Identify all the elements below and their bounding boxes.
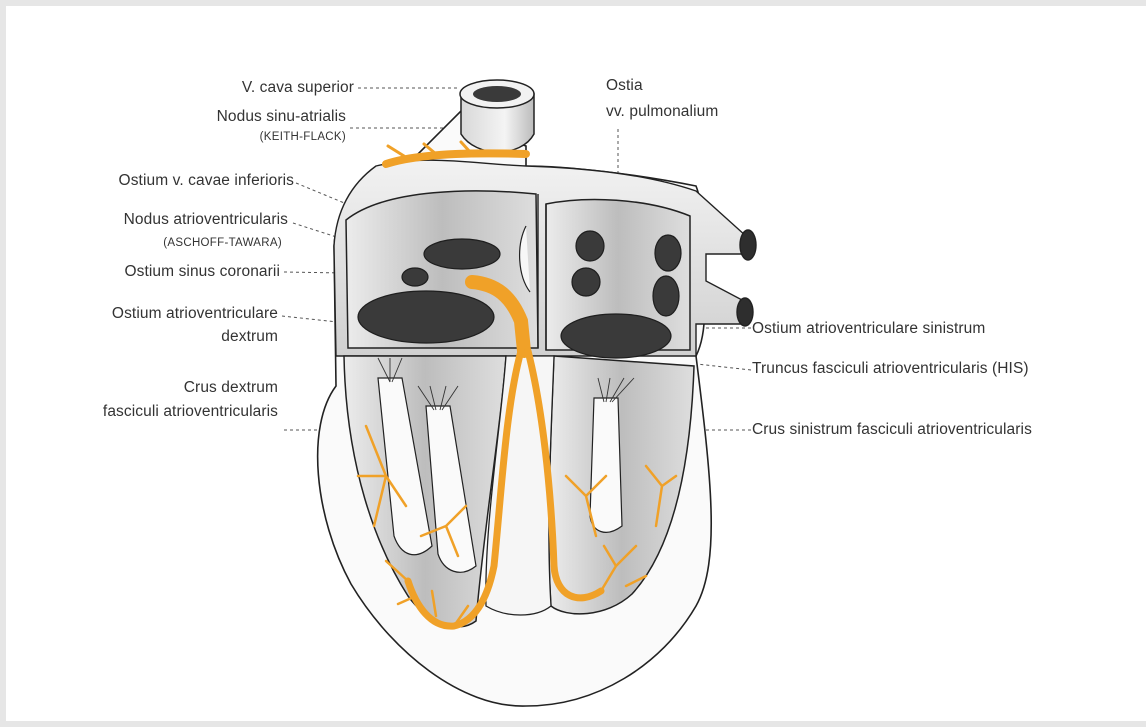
v-cava-superior-vessel <box>460 80 534 152</box>
ostium-av-dextrum <box>358 291 494 343</box>
ostium-cavae-inferioris <box>424 239 500 269</box>
label-ostium-av-sinistrum: Ostium atrioventriculare sinistrum <box>752 319 985 338</box>
label-nodus-sinuatrialis: Nodus sinu-atrialis <box>217 107 346 126</box>
label-ostia-line2: vv. pulmonalium <box>606 102 718 121</box>
label-ostium-av-dextrum-line1: Ostium atrioventriculare <box>112 304 278 323</box>
label-v-cava-superior: V. cava superior <box>242 78 354 97</box>
label-crus-dextrum-line2: fasciculi atrioventricularis <box>103 402 278 421</box>
label-nodus-atrioventricularis: Nodus atrioventricularis <box>124 210 288 229</box>
ostium-av-sinistrum <box>561 314 671 358</box>
label-crus-sinistrum: Crus sinistrum fasciculi atrioventricula… <box>752 420 1032 439</box>
label-aschoff-tawara: (ASCHOFF-TAWARA) <box>163 234 282 253</box>
ostium-sinus-coronarii <box>402 268 428 286</box>
label-crus-dextrum-line1: Crus dextrum <box>184 378 278 397</box>
label-truncus-his: Truncus fasciculi atrioventricularis (HI… <box>752 359 1029 378</box>
figure-panel: V. cava superior Nodus sinu-atrialis (KE… <box>6 6 1146 721</box>
label-ostium-av-dextrum-line2: dextrum <box>221 327 278 346</box>
label-ostium-cavae-inferioris: Ostium v. cavae inferioris <box>119 171 294 190</box>
label-ostia-line1: Ostia <box>606 76 643 95</box>
label-keith-flack: (KEITH-FLACK) <box>260 128 346 147</box>
label-ostium-sinus-coronarii: Ostium sinus coronarii <box>124 262 280 281</box>
pulmonary-vein-stubs <box>737 230 756 326</box>
